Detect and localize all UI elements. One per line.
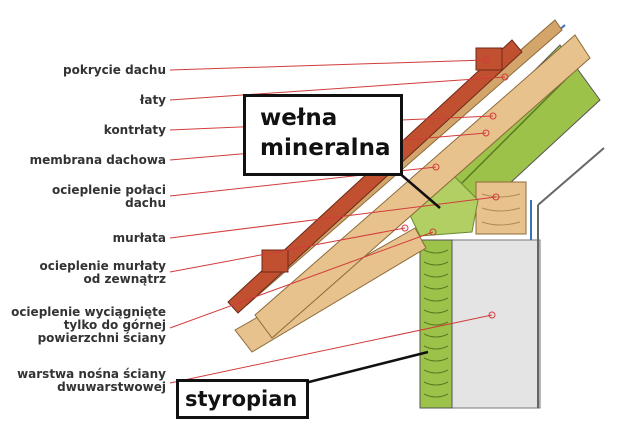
label-roof-insulation: ocieplenie połaci dachu xyxy=(51,183,166,210)
wall-insulation-pattern xyxy=(423,249,449,398)
leader-line xyxy=(169,196,497,239)
leader-line xyxy=(169,231,434,329)
label-carrying-wall: warstwa nośna ściany dwuwarstwowej xyxy=(17,367,166,394)
callout-styrofoam: styropian xyxy=(176,379,309,419)
leader-dot xyxy=(482,129,490,137)
callout-mineral-wool: wełna mineralna xyxy=(243,94,403,176)
callout-arrow-welna xyxy=(397,171,441,209)
leader-dot xyxy=(492,193,500,201)
leader-line xyxy=(169,227,406,273)
leader-dot xyxy=(429,228,437,236)
rafter-upper xyxy=(254,34,591,339)
inner-roof-edge xyxy=(537,147,605,206)
wall-carrying-layer xyxy=(449,239,541,409)
label-roof-membrane: membrana dachowa xyxy=(29,153,166,167)
leader-dot xyxy=(432,163,440,171)
wall-insulation xyxy=(419,239,453,409)
leader-dot xyxy=(489,112,497,120)
roof-covering xyxy=(227,39,523,314)
batten xyxy=(261,249,289,273)
label-battens: łaty xyxy=(139,93,166,107)
leader-line xyxy=(169,76,506,101)
wall-plate-grain xyxy=(481,193,521,226)
label-counter-battens: kontrłaty xyxy=(103,123,166,137)
callout-arrow-styro xyxy=(304,350,429,385)
leader-line xyxy=(169,314,493,384)
leader-line xyxy=(169,59,487,71)
leader-dot xyxy=(401,224,409,232)
label-wall-plate-insulation: ocieplenie murłaty od zewnątrz xyxy=(39,259,167,286)
label-extended-insulation: ocieplenie wyciągnięte tylko do górnej p… xyxy=(11,305,166,345)
leader-dot xyxy=(488,311,496,319)
label-wall-plate: murłata xyxy=(112,231,166,245)
leader-dots xyxy=(401,56,509,319)
leader-dot xyxy=(482,56,490,64)
label-roof-covering: pokrycie dachu xyxy=(63,63,166,77)
leader-dot xyxy=(501,73,509,81)
